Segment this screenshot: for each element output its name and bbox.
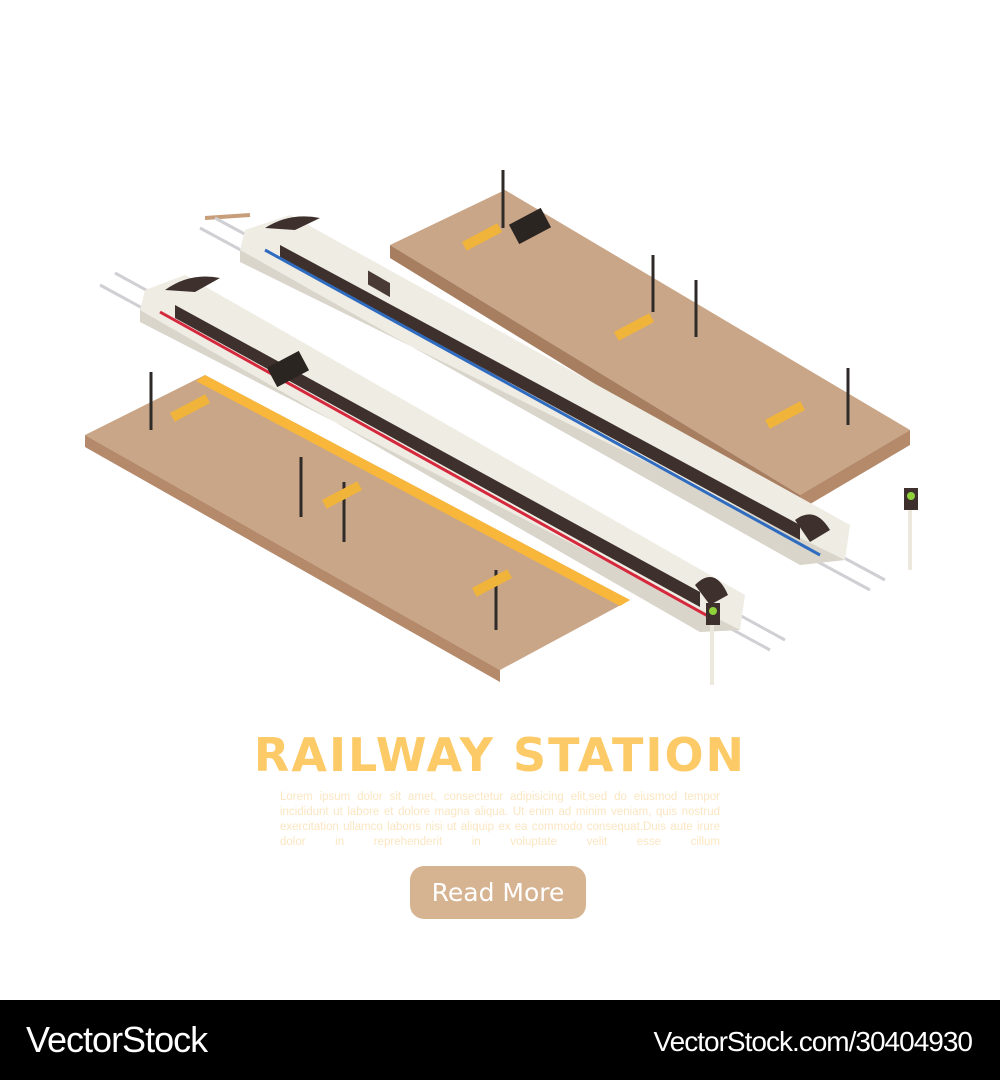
railway-station-illustration [85, 170, 918, 685]
description-text: Lorem ipsum dolor sit amet, consectetur … [280, 791, 720, 848]
departure-board-front [266, 350, 310, 388]
brand-logo-text: VectorStock [26, 1019, 208, 1060]
front-platform [85, 375, 630, 682]
watermark-footer: VectorStock VectorStock.com/30404930 [0, 1000, 1000, 1080]
benches [169, 223, 806, 597]
image-reference: VectorStock.com/30404930 [653, 1026, 973, 1057]
departure-board-back [508, 207, 552, 245]
page-title: RAILWAY STATION [253, 728, 747, 782]
read-more-button[interactable]: Read More [410, 866, 586, 919]
signal-lights [706, 488, 918, 685]
back-train [240, 215, 850, 565]
